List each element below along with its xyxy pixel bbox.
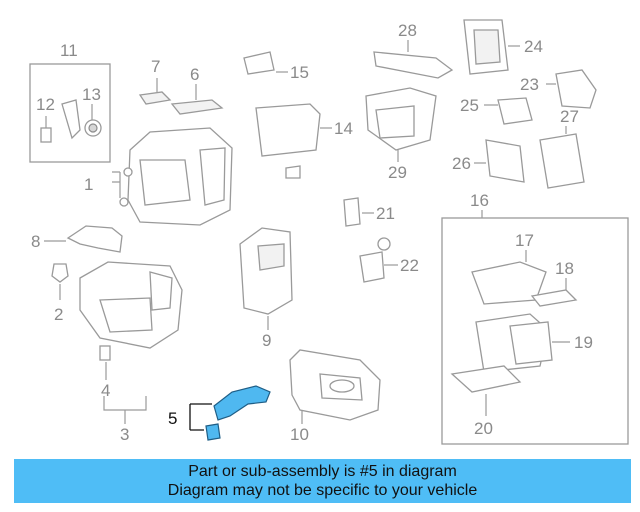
part-2-clip — [51, 263, 69, 300]
part-14-15 — [243, 51, 332, 179]
part-10-tray — [289, 349, 381, 424]
part-group-16 — [441, 210, 629, 445]
callout-2: 2 — [54, 305, 63, 324]
callout-1: 1 — [84, 175, 93, 194]
callout-24: 24 — [524, 37, 543, 56]
callout-15: 15 — [290, 63, 309, 82]
callout-4: 4 — [101, 381, 110, 400]
callout-13: 13 — [82, 85, 101, 104]
part-21-22 — [343, 197, 398, 283]
part-4-bracket — [99, 345, 111, 380]
callout-17: 17 — [515, 231, 534, 250]
part-5-highlighted — [189, 385, 271, 441]
callout-5: 5 — [168, 409, 177, 428]
callout-23: 23 — [520, 75, 539, 94]
callout-7: 7 — [151, 57, 160, 76]
part-group-11 — [29, 63, 111, 163]
part-3-console-base — [79, 261, 183, 349]
part-9-panel — [239, 227, 293, 330]
callout-27: 27 — [560, 107, 579, 126]
callout-18: 18 — [555, 259, 574, 278]
part-1-console-front — [112, 127, 233, 226]
callout-10: 10 — [290, 425, 309, 444]
part-7-6-pads — [138, 78, 224, 115]
callout-22: 22 — [400, 256, 419, 275]
callout-25: 25 — [460, 96, 479, 115]
callout-9: 9 — [262, 331, 271, 350]
callout-26: 26 — [452, 154, 471, 173]
callout-11: 11 — [60, 41, 78, 60]
banner-line-1: Part or sub-assembly is #5 in diagram — [188, 463, 457, 480]
part-23-27 — [463, 19, 597, 189]
callout-6: 6 — [190, 65, 199, 84]
callout-19: 19 — [574, 333, 593, 352]
parts-diagram: 1 2 3 4 5 6 7 8 9 10 11 12 13 14 15 16 1… — [29, 19, 629, 445]
callout-16: 16 — [470, 191, 489, 210]
callout-20: 20 — [474, 419, 493, 438]
part-28-29 — [365, 40, 454, 162]
callout-29: 29 — [388, 163, 407, 182]
part-8 — [44, 225, 123, 253]
callout-3: 3 — [120, 425, 129, 444]
banner-line-2: Diagram may not be specific to your vehi… — [167, 482, 478, 499]
callout-28: 28 — [398, 21, 417, 40]
info-banner: Part or sub-assembly is #5 in diagram Di… — [14, 459, 631, 503]
callout-14: 14 — [334, 119, 353, 138]
callout-21: 21 — [376, 204, 395, 223]
callout-12: 12 — [36, 95, 55, 114]
callout-8: 8 — [31, 232, 40, 251]
